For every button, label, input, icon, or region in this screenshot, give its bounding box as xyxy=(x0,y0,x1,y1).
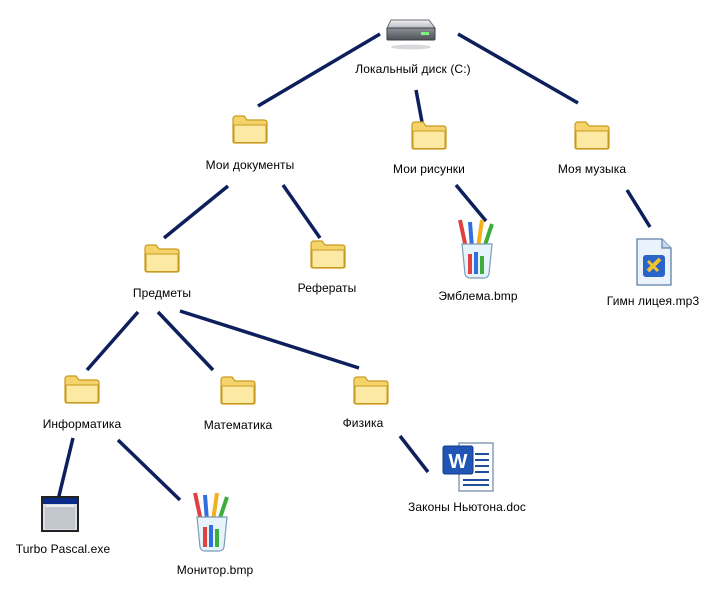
node-informatics-label: Информатика xyxy=(42,417,122,431)
connector-drive-mydocs xyxy=(257,32,381,108)
paint-bitmap-icon xyxy=(458,219,494,279)
connector-informatics-turbo xyxy=(56,437,75,501)
node-reports-label: Рефераты xyxy=(297,281,357,295)
node-anthem-mp3-label: Гимн лицея.mp3 xyxy=(606,294,700,308)
folder-icon xyxy=(310,240,346,269)
hard-drive-icon xyxy=(386,19,436,50)
folder-icon xyxy=(411,121,447,150)
connector-mymusic-anthem xyxy=(625,189,652,228)
connector-mydocs-reports xyxy=(281,183,322,240)
node-math[interactable] xyxy=(219,374,257,406)
node-turbo-pascal-exe-label: Turbo Pascal.exe xyxy=(15,542,111,556)
connector-physics-newton xyxy=(398,434,430,474)
node-monitor-bmp[interactable] xyxy=(191,491,233,553)
folder-icon xyxy=(353,376,389,405)
paint-bitmap-icon xyxy=(193,492,229,552)
connector-subjects-informatics xyxy=(85,310,140,372)
connector-subjects-math xyxy=(156,310,215,372)
node-emblem-bmp-label: Эмблема.bmp xyxy=(438,289,518,303)
connector-drive-mypics xyxy=(414,89,424,123)
node-turbo-pascal-exe[interactable] xyxy=(40,495,80,533)
folder-icon xyxy=(232,115,268,144)
node-physics-label: Физика xyxy=(342,416,384,430)
node-physics[interactable] xyxy=(352,374,390,406)
connector-informatics-monitor xyxy=(116,438,182,502)
node-reports[interactable] xyxy=(309,238,347,270)
node-my-pictures-label: Мои рисунки xyxy=(393,162,465,176)
node-monitor-bmp-label: Монитор.bmp xyxy=(176,563,254,577)
node-newton-doc[interactable]: W xyxy=(441,440,497,494)
node-subjects-label: Предметы xyxy=(132,286,192,300)
node-subjects[interactable] xyxy=(143,242,181,274)
node-my-music[interactable] xyxy=(573,119,611,151)
node-emblem-bmp[interactable] xyxy=(456,218,498,280)
word-document-icon: W xyxy=(442,442,494,492)
node-my-music-label: Моя музыка xyxy=(557,162,627,176)
svg-text:W: W xyxy=(449,451,468,473)
node-my-documents-label: Мои документы xyxy=(205,158,295,172)
connector-drive-mymusic xyxy=(457,32,579,105)
audio-file-icon xyxy=(636,238,672,286)
node-informatics[interactable] xyxy=(63,373,101,405)
node-my-documents[interactable] xyxy=(231,113,269,145)
folder-icon xyxy=(144,244,180,273)
node-math-label: Математика xyxy=(203,418,273,432)
node-newton-doc-label: Законы Ньютона.doc xyxy=(407,500,527,514)
connector-mydocs-subjects xyxy=(162,184,230,240)
node-local-drive[interactable] xyxy=(385,14,437,54)
folder-icon xyxy=(574,121,610,150)
node-anthem-mp3[interactable] xyxy=(634,237,674,287)
node-local-drive-label: Локальный диск (C:) xyxy=(355,62,471,76)
connector-subjects-physics xyxy=(179,309,360,370)
folder-icon xyxy=(220,376,256,405)
application-window-icon xyxy=(41,496,79,532)
folder-icon xyxy=(64,375,100,404)
connector-mypics-emblem xyxy=(454,183,488,223)
node-my-pictures[interactable] xyxy=(410,119,448,151)
